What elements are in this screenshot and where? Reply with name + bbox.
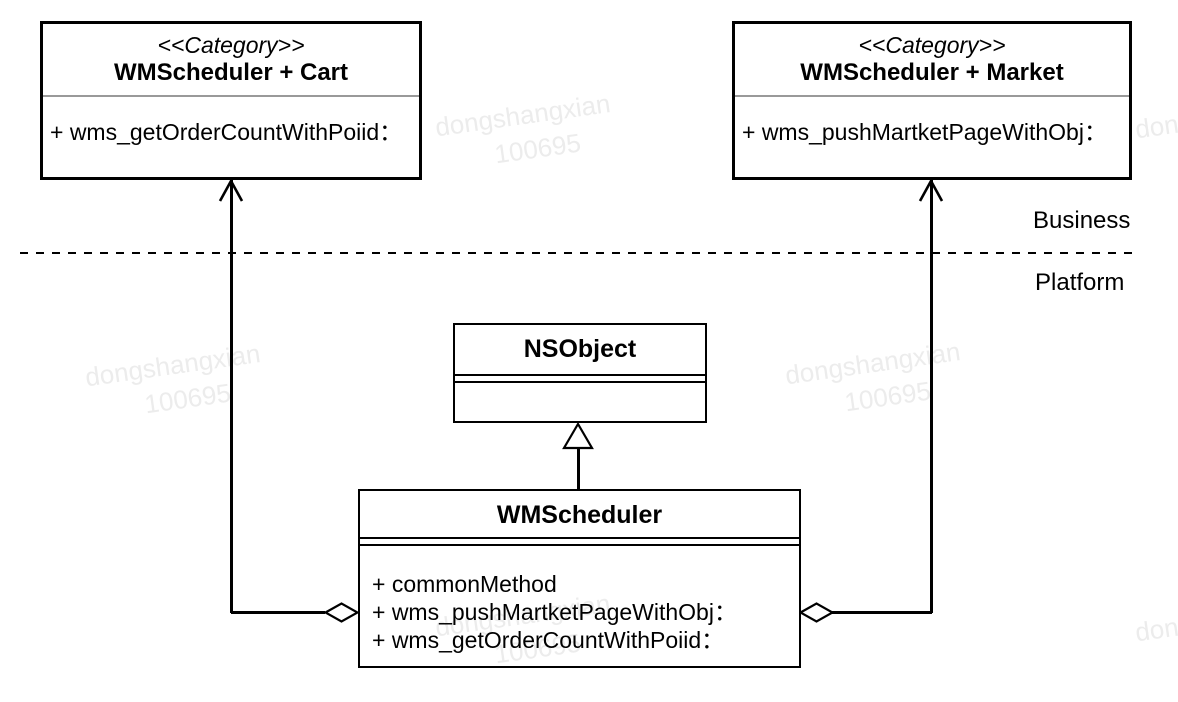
watermark: dongshangxian 100695 [83, 338, 267, 428]
method-label: + wms_pushMartketPageWithObj： [742, 119, 1107, 145]
watermark: dongshangxian 100695 [1133, 90, 1178, 180]
aggregation-line-cart [231, 611, 325, 614]
class-box-header: <<Category>> WMScheduler + Market [735, 24, 1129, 97]
class-title: WMScheduler + Market [800, 59, 1064, 86]
stereotype-label: <<Category>> [157, 32, 305, 58]
inheritance-triangle-icon [562, 422, 594, 450]
class-box-wmscheduler-market: <<Category>> WMScheduler + Market + wms_… [732, 21, 1132, 180]
open-arrow-icon [218, 179, 244, 202]
watermark: dongshangxian 100695 [783, 336, 967, 426]
class-title: WMScheduler + Cart [113, 59, 349, 86]
method-label: + commonMethod [372, 571, 557, 597]
class-box-wmscheduler: WMScheduler + commonMethod + wms_pushMar… [358, 489, 801, 668]
platform-layer-label: Platform [1035, 269, 1125, 296]
aggregation-line-market [930, 180, 933, 613]
method-label: + wms_pushMartketPageWithObj： [372, 599, 737, 625]
class-title: NSObject [455, 325, 705, 376]
class-methods: + wms_getOrderCountWithPoiid： [43, 97, 419, 147]
compartment-separator [360, 539, 799, 546]
aggregation-line-cart [230, 180, 233, 613]
method-label: + wms_getOrderCountWithPoiid： [50, 119, 403, 145]
watermark: dongshangxian 100695 [433, 88, 617, 178]
watermark-line1: dongshangxian [1133, 90, 1178, 145]
inheritance-line [577, 447, 580, 489]
class-box-wmscheduler-cart: <<Category>> WMScheduler + Cart + wms_ge… [40, 21, 422, 180]
method-label: + wms_getOrderCountWithPoiid： [372, 627, 725, 653]
aggregation-diamond-icon [799, 602, 834, 623]
class-box-nsobject: NSObject [453, 323, 707, 423]
watermark: dongshangxian 100695 [1133, 593, 1178, 683]
layer-divider-dashed-line [20, 252, 1140, 254]
class-box-header: <<Category>> WMScheduler + Cart [43, 24, 419, 97]
business-layer-label: Business [1033, 207, 1131, 234]
class-methods: + commonMethod + wms_pushMartketPageWith… [360, 546, 799, 654]
class-title: WMScheduler [360, 491, 799, 539]
class-methods: + wms_pushMartketPageWithObj： [735, 97, 1129, 147]
aggregation-line-market [832, 611, 932, 614]
watermark-line1: dongshangxian [1133, 593, 1178, 648]
stereotype-label: <<Category>> [858, 32, 1006, 58]
compartment-separator [455, 376, 705, 383]
aggregation-diamond-icon [324, 602, 359, 623]
open-arrow-icon [918, 179, 944, 202]
